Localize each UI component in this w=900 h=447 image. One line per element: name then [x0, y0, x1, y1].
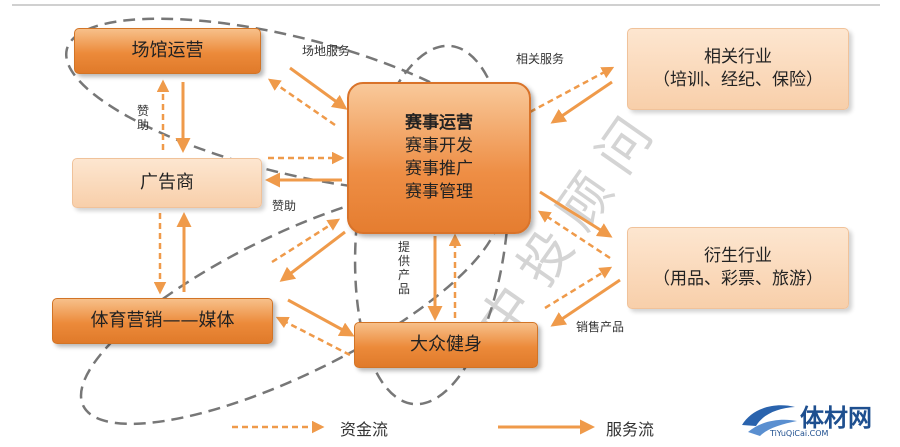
event-ops-item: 赛事管理 — [405, 181, 473, 202]
node-venue-label: 场馆运营 — [131, 39, 204, 61]
node-advertiser-label: 广告商 — [140, 171, 194, 193]
node-related-industry: 相关行业 （培训、经纪、保险） — [627, 28, 849, 110]
arrow-venue-to-event — [289, 66, 348, 110]
fund-fitness-to-media — [275, 316, 351, 357]
event-ops-item: 赛事推广 — [405, 159, 473, 179]
logo-url: TiYuQiCai.COM — [770, 429, 829, 438]
label-venue-service: 场地服务 — [302, 44, 351, 58]
label-sell-products: 销售产品 — [576, 320, 625, 334]
label-related-service: 相关服务 — [516, 52, 565, 66]
related-detail: （培训、经纪、保险） — [653, 70, 823, 90]
fund-fitness-to-derivative — [544, 266, 613, 310]
node-sports-media: 体育营销——媒体 — [52, 298, 273, 344]
node-derivative-industry: 衍生行业 （用品、彩票、旅游） — [627, 227, 849, 309]
top-rule — [12, 4, 880, 6]
legend-service-flow: 服务流 — [606, 420, 655, 439]
fund-derivative-to-event — [537, 210, 611, 260]
node-venue-operation: 场馆运营 — [74, 28, 261, 74]
arrow-media-to-fitness — [287, 298, 355, 337]
logo-name: 体材网 — [800, 404, 872, 432]
label-sponsor-mid: 赞助 — [272, 199, 297, 213]
derivative-title: 衍生行业 — [704, 246, 772, 267]
label-provide-products: 提供产品 — [398, 240, 411, 296]
derivative-detail: （用品、彩票、旅游） — [653, 269, 823, 289]
legend-fund-flow: 资金流 — [340, 420, 389, 439]
node-advertiser: 广告商 — [72, 158, 262, 208]
node-fitness-label: 大众健身 — [410, 333, 482, 355]
node-mass-fitness: 大众健身 — [354, 322, 538, 368]
node-sports-media-label: 体育营销——媒体 — [90, 309, 235, 331]
fund-event-to-venue — [267, 78, 336, 127]
arrow-related-to-event — [550, 80, 613, 124]
label-sponsor-left: 赞助 — [137, 104, 150, 132]
event-ops-title: 赛事运营 — [405, 113, 473, 134]
related-title: 相关行业 — [704, 47, 772, 68]
event-ops-item: 赛事开发 — [405, 136, 473, 157]
fund-event-to-related — [529, 66, 615, 114]
node-event-operation: 赛事运营 赛事开发 赛事推广 赛事管理 — [347, 82, 531, 234]
logo-swoosh-icon — [742, 405, 795, 426]
arrow-event-to-media — [279, 230, 346, 282]
arrow-event-to-derivative — [539, 190, 613, 238]
fund-media-to-event — [271, 218, 341, 264]
